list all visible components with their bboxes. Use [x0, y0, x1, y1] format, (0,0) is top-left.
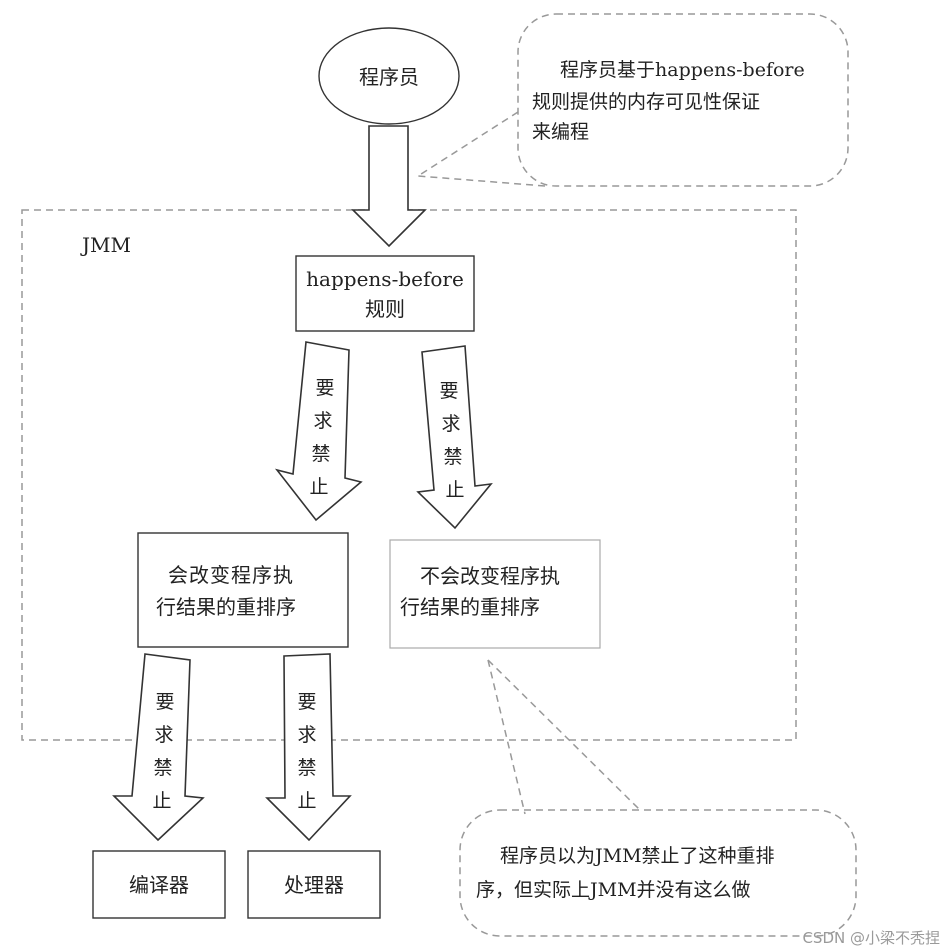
callout-top-pointer — [417, 111, 519, 177]
arrow-forbid-compiler: 要 求 禁 止 — [112, 653, 205, 842]
programmer-node — [318, 27, 460, 125]
svg-text:求: 求 — [313, 410, 332, 432]
callout-top-line-1: 程序员基于happens-before — [560, 59, 805, 81]
processor-box — [247, 850, 381, 919]
reorder-nochange-line-1: 不会改变程序执 — [420, 564, 560, 588]
compiler-label: 编译器 — [129, 873, 189, 897]
svg-text:要: 要 — [297, 691, 316, 713]
arrow-forbid-right: 要 求 禁 止 — [416, 345, 493, 530]
reorder-change-line-2: 行结果的重排序 — [156, 595, 296, 619]
hb-rules-box — [295, 255, 475, 332]
reorder-nochange-line-2: 行结果的重排序 — [400, 595, 540, 619]
hb-rules-line-2: 规则 — [365, 297, 405, 321]
svg-text:要: 要 — [155, 691, 174, 713]
callout-bottom — [459, 809, 857, 937]
callout-top-line-3: 来编程 — [532, 121, 589, 143]
jmm-label: JMM — [80, 233, 131, 257]
svg-text:求: 求 — [441, 413, 460, 435]
svg-text:禁: 禁 — [311, 443, 330, 465]
svg-text:止: 止 — [445, 479, 464, 501]
callout-top-pointer-2 — [417, 175, 546, 187]
svg-text:禁: 禁 — [153, 757, 172, 779]
compiler-box — [92, 850, 226, 919]
svg-text:求: 求 — [154, 724, 173, 746]
arrow-programmer-to-hb — [351, 125, 427, 248]
callout-top — [517, 13, 849, 187]
callout-bottom-pointer — [487, 659, 526, 815]
svg-text:禁: 禁 — [443, 446, 462, 468]
hb-rules-line-1: happens-before — [306, 267, 464, 291]
csdn-watermark: CSDN @小梁不秃捏 — [802, 929, 940, 947]
processor-label: 处理器 — [284, 873, 344, 897]
callout-bottom-line-1: 程序员以为JMM禁止了这种重排 — [500, 845, 775, 867]
arrow-forbid-left: 要 求 禁 止 — [274, 341, 363, 522]
reorder-nochange-box — [389, 539, 601, 649]
svg-text:止: 止 — [152, 790, 171, 812]
callout-top-line-2: 规则提供的内存可见性保证 — [532, 91, 760, 113]
svg-text:止: 止 — [309, 476, 328, 498]
svg-text:要: 要 — [315, 377, 334, 399]
programmer-label: 程序员 — [359, 65, 419, 89]
svg-text:要: 要 — [439, 380, 458, 402]
svg-text:止: 止 — [297, 790, 316, 812]
callout-bottom-line-2: 序，但实际上JMM并没有这么做 — [476, 879, 751, 901]
callout-bottom-pointer-2 — [487, 659, 641, 811]
reorder-change-line-1: 会改变程序执 — [168, 563, 294, 587]
svg-text:禁: 禁 — [297, 757, 316, 779]
svg-text:求: 求 — [297, 724, 316, 746]
arrow-forbid-processor: 要 求 禁 止 — [265, 653, 352, 842]
reorder-change-box — [137, 532, 349, 648]
